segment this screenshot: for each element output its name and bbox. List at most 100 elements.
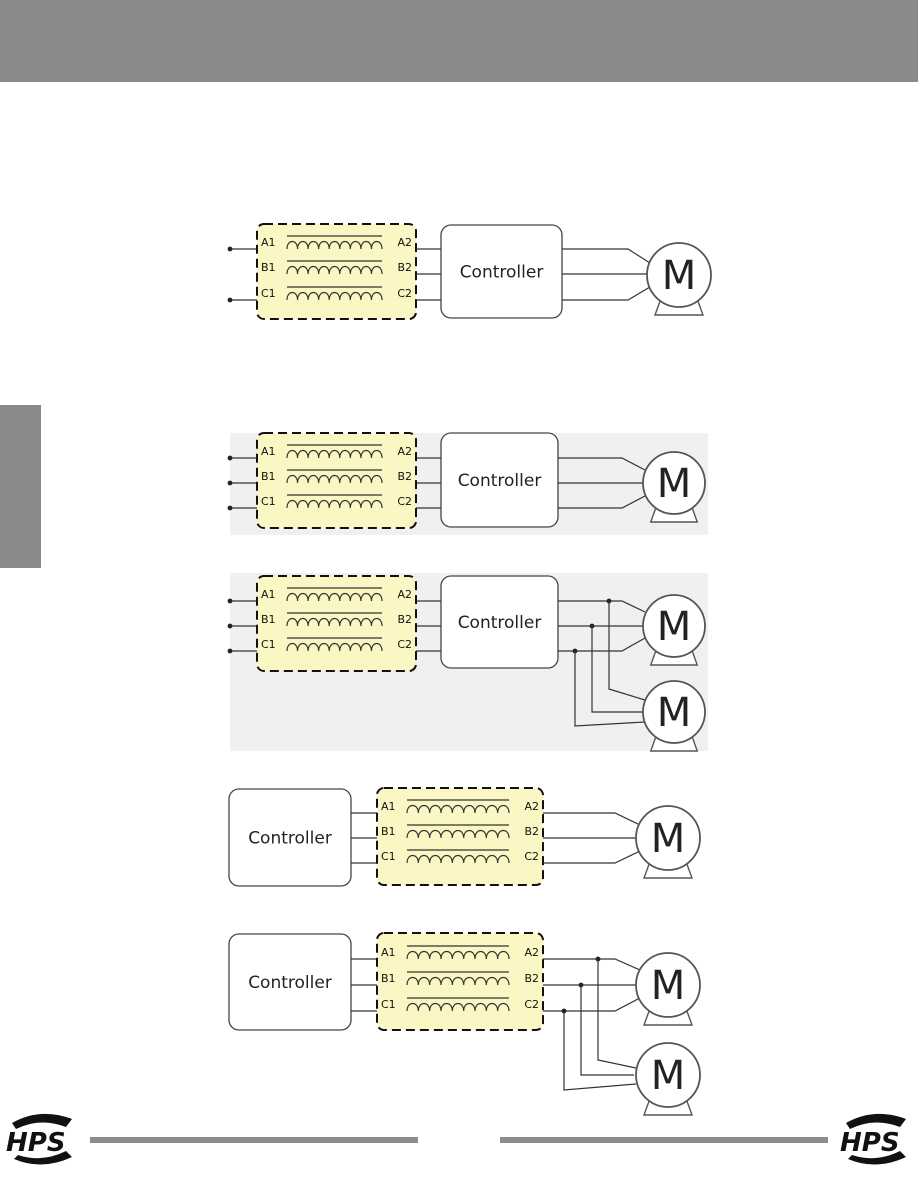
junction-dot bbox=[227, 246, 233, 252]
terminal-label: C2 bbox=[524, 998, 539, 1011]
terminal-label: C1 bbox=[261, 495, 276, 508]
terminal-label: B1 bbox=[381, 972, 396, 985]
wire bbox=[580, 985, 634, 1076]
wire bbox=[597, 959, 637, 1069]
wire bbox=[543, 850, 641, 864]
wire bbox=[558, 495, 646, 509]
motor-label: M bbox=[651, 963, 686, 1009]
footer-rule-right bbox=[500, 1137, 828, 1143]
hps-logo-icon: HPS bbox=[6, 1113, 72, 1165]
coil-icon bbox=[286, 617, 383, 627]
wire bbox=[608, 601, 646, 701]
junction-dot bbox=[227, 623, 233, 629]
coil-icon bbox=[286, 240, 383, 250]
terminal-label: A1 bbox=[381, 946, 396, 959]
wire bbox=[591, 626, 643, 713]
terminal-label: C1 bbox=[381, 998, 396, 1011]
motor-icon bbox=[635, 952, 701, 1018]
logo-text-left: HPS bbox=[6, 1128, 66, 1158]
controller-box bbox=[440, 432, 559, 528]
terminal-label: B2 bbox=[397, 261, 412, 274]
wire bbox=[558, 457, 646, 471]
terminal-label: C2 bbox=[397, 287, 412, 300]
controller-label: Controller bbox=[248, 829, 332, 849]
junction-dot bbox=[227, 505, 233, 511]
controller-box bbox=[228, 933, 352, 1031]
motor-label: M bbox=[657, 604, 692, 650]
motor-icon bbox=[642, 680, 706, 744]
terminal-label: C2 bbox=[524, 850, 539, 863]
controller-box bbox=[440, 575, 559, 669]
coil-icon bbox=[286, 265, 383, 275]
footer-rule-left bbox=[90, 1137, 418, 1143]
header-bar bbox=[0, 0, 918, 82]
reactor-box bbox=[376, 787, 544, 886]
junction-dot bbox=[227, 648, 233, 654]
motor-icon bbox=[642, 594, 706, 658]
coil-icon bbox=[286, 291, 383, 301]
terminal-label: B1 bbox=[381, 825, 396, 838]
wire bbox=[558, 600, 646, 613]
terminal-label: B1 bbox=[261, 261, 276, 274]
junction-dot bbox=[227, 598, 233, 604]
junction-dot bbox=[227, 297, 233, 303]
coil-icon bbox=[286, 499, 383, 509]
coil-icon bbox=[286, 474, 383, 484]
coil-icon bbox=[406, 829, 510, 839]
wire bbox=[543, 812, 641, 826]
terminal-label: B1 bbox=[261, 470, 276, 483]
coil-icon bbox=[286, 449, 383, 459]
terminal-label: A2 bbox=[524, 946, 539, 959]
motor-label: M bbox=[662, 253, 697, 299]
terminal-label: B1 bbox=[261, 613, 276, 626]
terminal-label: A1 bbox=[261, 445, 276, 458]
reactor-box bbox=[256, 223, 417, 320]
wire bbox=[563, 1011, 637, 1091]
coil-icon bbox=[286, 642, 383, 652]
reactor-box bbox=[256, 575, 417, 672]
motor-icon bbox=[642, 451, 706, 515]
coil-icon bbox=[406, 854, 510, 864]
wire bbox=[562, 248, 651, 264]
coil-icon bbox=[406, 1002, 510, 1012]
logo-text-right: HPS bbox=[840, 1128, 900, 1158]
terminal-label: A1 bbox=[381, 800, 396, 813]
controller-label: Controller bbox=[458, 471, 542, 491]
terminal-label: C2 bbox=[397, 638, 412, 651]
terminal-label: C1 bbox=[381, 850, 396, 863]
terminal-label: A2 bbox=[397, 236, 412, 249]
controller-label: Controller bbox=[248, 973, 332, 993]
wire bbox=[543, 997, 641, 1012]
terminal-label: A2 bbox=[524, 800, 539, 813]
wire bbox=[543, 958, 641, 971]
motor-label: M bbox=[657, 690, 692, 736]
reactor-box bbox=[376, 932, 544, 1031]
junction-dot bbox=[227, 455, 233, 461]
motor-label: M bbox=[651, 816, 686, 862]
wire bbox=[558, 637, 646, 652]
coil-icon bbox=[286, 592, 383, 602]
motor-label: M bbox=[651, 1053, 686, 1099]
terminal-label: B2 bbox=[397, 613, 412, 626]
controller-label: Controller bbox=[458, 613, 542, 633]
motor-icon bbox=[635, 1042, 701, 1108]
terminal-label: A1 bbox=[261, 588, 276, 601]
terminal-label: A1 bbox=[261, 236, 276, 249]
side-tab bbox=[0, 405, 41, 568]
controller-box bbox=[440, 224, 563, 319]
reactor-box bbox=[256, 432, 417, 529]
wire bbox=[574, 651, 646, 727]
terminal-label: B2 bbox=[397, 470, 412, 483]
motor-icon bbox=[646, 242, 712, 308]
terminal-label: B2 bbox=[524, 972, 539, 985]
coil-icon bbox=[406, 804, 510, 814]
terminal-label: A2 bbox=[397, 445, 412, 458]
motor-icon bbox=[635, 805, 701, 871]
terminal-label: C2 bbox=[397, 495, 412, 508]
terminal-label: C1 bbox=[261, 638, 276, 651]
motor-label: M bbox=[657, 461, 692, 507]
coil-icon bbox=[406, 976, 510, 986]
wire bbox=[562, 286, 651, 301]
hps-logo-icon: HPS bbox=[840, 1113, 906, 1165]
